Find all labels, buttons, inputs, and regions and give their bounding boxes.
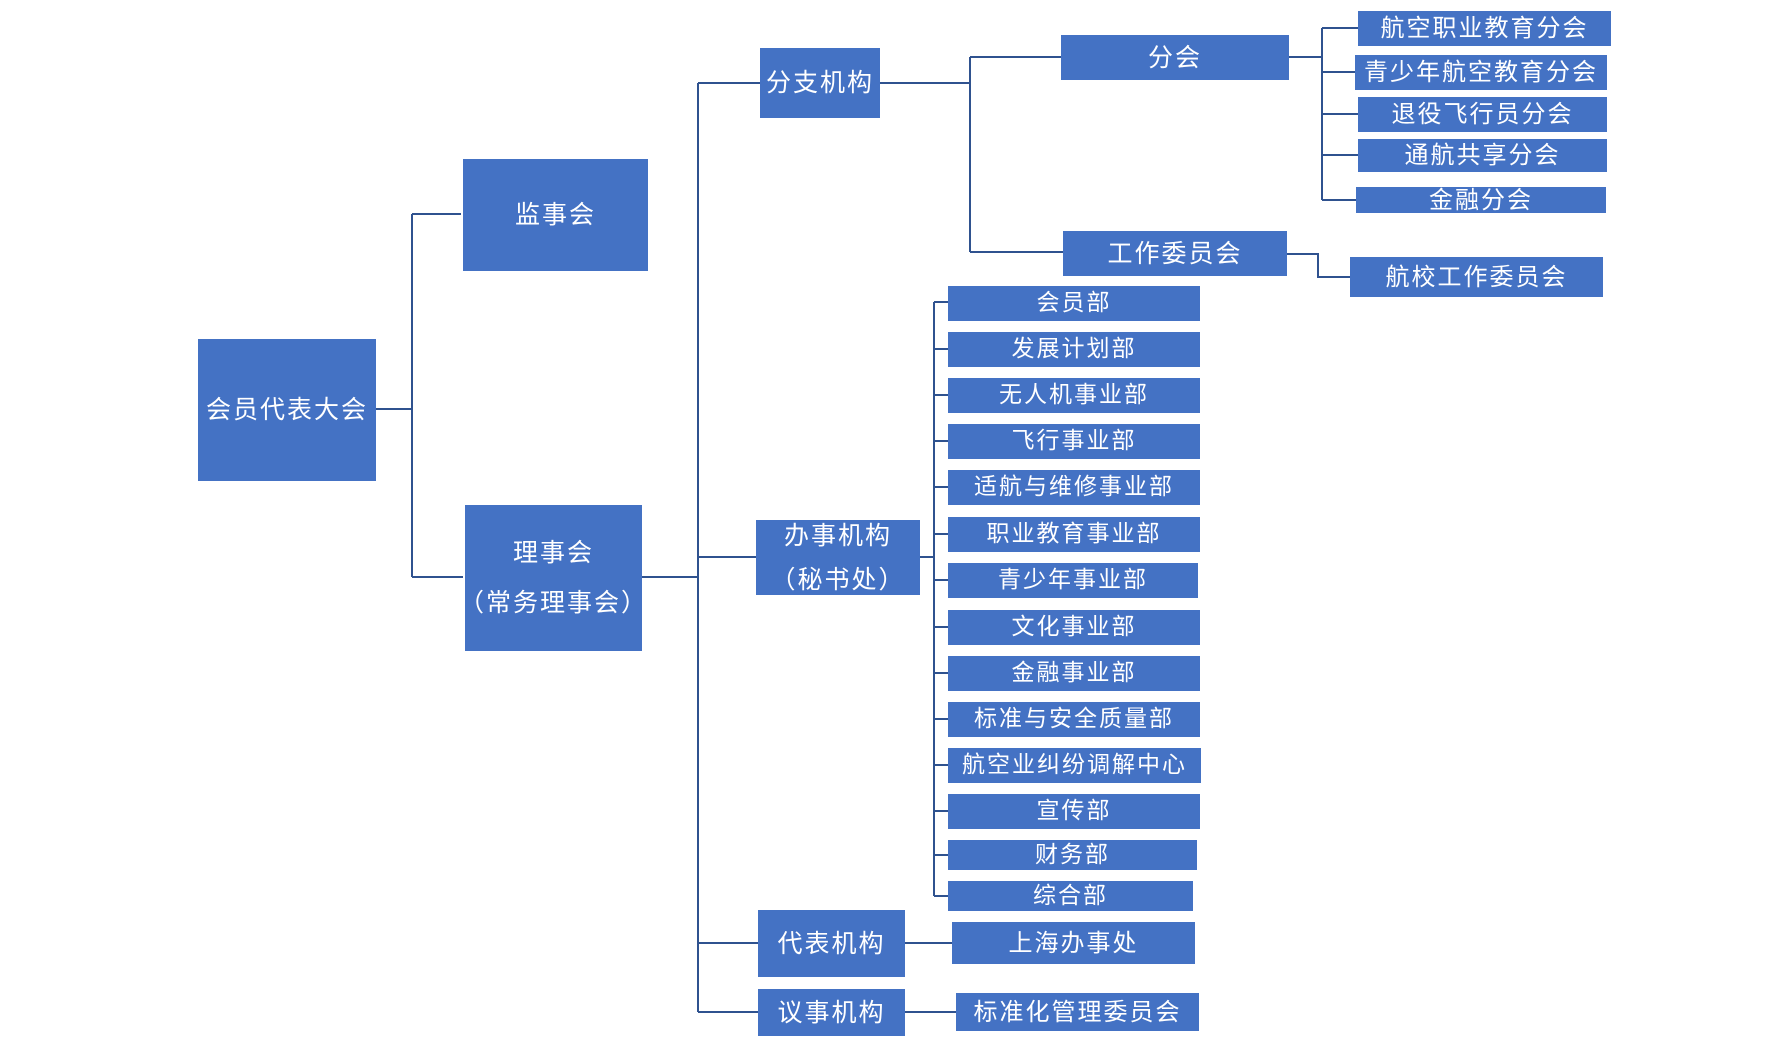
connector-office xyxy=(920,301,948,897)
department-item: 金融事业部 xyxy=(948,656,1200,691)
node-root-label: 会员代表大会 xyxy=(205,395,368,424)
committee-item-label: 航校工作委员会 xyxy=(1385,262,1568,291)
department-item-label: 会员部 xyxy=(1036,290,1112,317)
connector-sub-branch xyxy=(1289,27,1358,201)
connector-branch xyxy=(880,56,1063,253)
node-sub-branch-label: 分会 xyxy=(1147,42,1202,72)
department-item: 宣传部 xyxy=(948,794,1200,829)
branch-item: 金融分会 xyxy=(1356,186,1606,214)
committee-item: 航校工作委员会 xyxy=(1350,257,1603,297)
department-item-label: 金融事业部 xyxy=(1011,660,1137,687)
node-council-label-2: （常务理事会） xyxy=(459,588,649,617)
connector-council xyxy=(640,82,760,1013)
department-item-label: 飞行事业部 xyxy=(1011,428,1137,455)
department-item-label: 无人机事业部 xyxy=(999,382,1149,409)
node-council: 理事会 （常务理事会） xyxy=(459,505,646,651)
node-representative: 代表机构 xyxy=(758,910,905,977)
node-council-label-1: 理事会 xyxy=(512,538,594,567)
department-item: 综合部 xyxy=(948,881,1193,911)
node-sub-branch: 分会 xyxy=(1061,35,1289,80)
department-item-label: 青少年事业部 xyxy=(998,567,1148,594)
branch-item: 通航共享分会 xyxy=(1358,139,1607,172)
branch-item-label: 金融分会 xyxy=(1429,185,1533,214)
connector-root xyxy=(376,213,463,578)
node-branch-label: 分支机构 xyxy=(765,68,874,97)
connector-work-committee xyxy=(1287,253,1350,278)
node-office: 办事机构 （秘书处） xyxy=(756,520,920,595)
deliberative-body-item: 标准化管理委员会 xyxy=(956,993,1199,1031)
node-supervisory-label: 监事会 xyxy=(514,200,596,229)
department-item-label: 标准与安全质量部 xyxy=(974,706,1174,733)
department-item-label: 发展计划部 xyxy=(1011,336,1137,363)
department-item: 标准与安全质量部 xyxy=(948,702,1200,737)
department-item-label: 航空业纠纷调解中心 xyxy=(962,752,1187,779)
department-item: 青少年事业部 xyxy=(948,563,1198,598)
department-item: 财务部 xyxy=(948,840,1197,870)
department-item: 飞行事业部 xyxy=(948,424,1200,459)
representative-office-item: 上海办事处 xyxy=(952,922,1195,964)
department-item-label: 综合部 xyxy=(1033,882,1108,909)
representative-office-item-label: 上海办事处 xyxy=(1008,928,1139,957)
department-item: 适航与维修事业部 xyxy=(948,470,1200,505)
department-item: 职业教育事业部 xyxy=(948,517,1200,552)
node-representative-label: 代表机构 xyxy=(777,928,886,958)
node-branch: 分支机构 xyxy=(760,48,880,118)
branch-item: 青少年航空教育分会 xyxy=(1355,55,1607,90)
department-item-label: 职业教育事业部 xyxy=(986,521,1162,548)
branch-item-label: 青少年航空教育分会 xyxy=(1364,58,1598,87)
node-work-committee: 工作委员会 xyxy=(1063,231,1287,276)
department-item: 航空业纠纷调解中心 xyxy=(948,748,1201,783)
department-item: 发展计划部 xyxy=(948,332,1200,367)
branch-item: 退役飞行员分会 xyxy=(1358,97,1607,132)
department-item-label: 财务部 xyxy=(1035,841,1110,868)
node-office-label-2: （秘书处） xyxy=(770,564,906,594)
department-item-label: 适航与维修事业部 xyxy=(974,474,1174,501)
branch-item-label: 通航共享分会 xyxy=(1404,141,1561,170)
department-item-label: 宣传部 xyxy=(1036,798,1112,825)
department-item: 会员部 xyxy=(948,286,1200,321)
branch-item: 航空职业教育分会 xyxy=(1358,11,1611,46)
node-root: 会员代表大会 xyxy=(198,339,376,481)
department-item: 无人机事业部 xyxy=(948,378,1200,413)
department-item-label: 文化事业部 xyxy=(1011,614,1137,641)
node-supervisory: 监事会 xyxy=(463,159,648,271)
branch-item-label: 退役飞行员分会 xyxy=(1391,100,1574,129)
department-item: 文化事业部 xyxy=(948,610,1200,645)
node-deliberative-label: 议事机构 xyxy=(777,997,886,1027)
branch-item-label: 航空职业教育分会 xyxy=(1380,14,1589,43)
node-office-label-1: 办事机构 xyxy=(783,520,892,550)
node-work-committee-label: 工作委员会 xyxy=(1107,238,1243,268)
node-deliberative: 议事机构 xyxy=(758,989,905,1036)
deliberative-body-item-label: 标准化管理委员会 xyxy=(973,997,1182,1026)
